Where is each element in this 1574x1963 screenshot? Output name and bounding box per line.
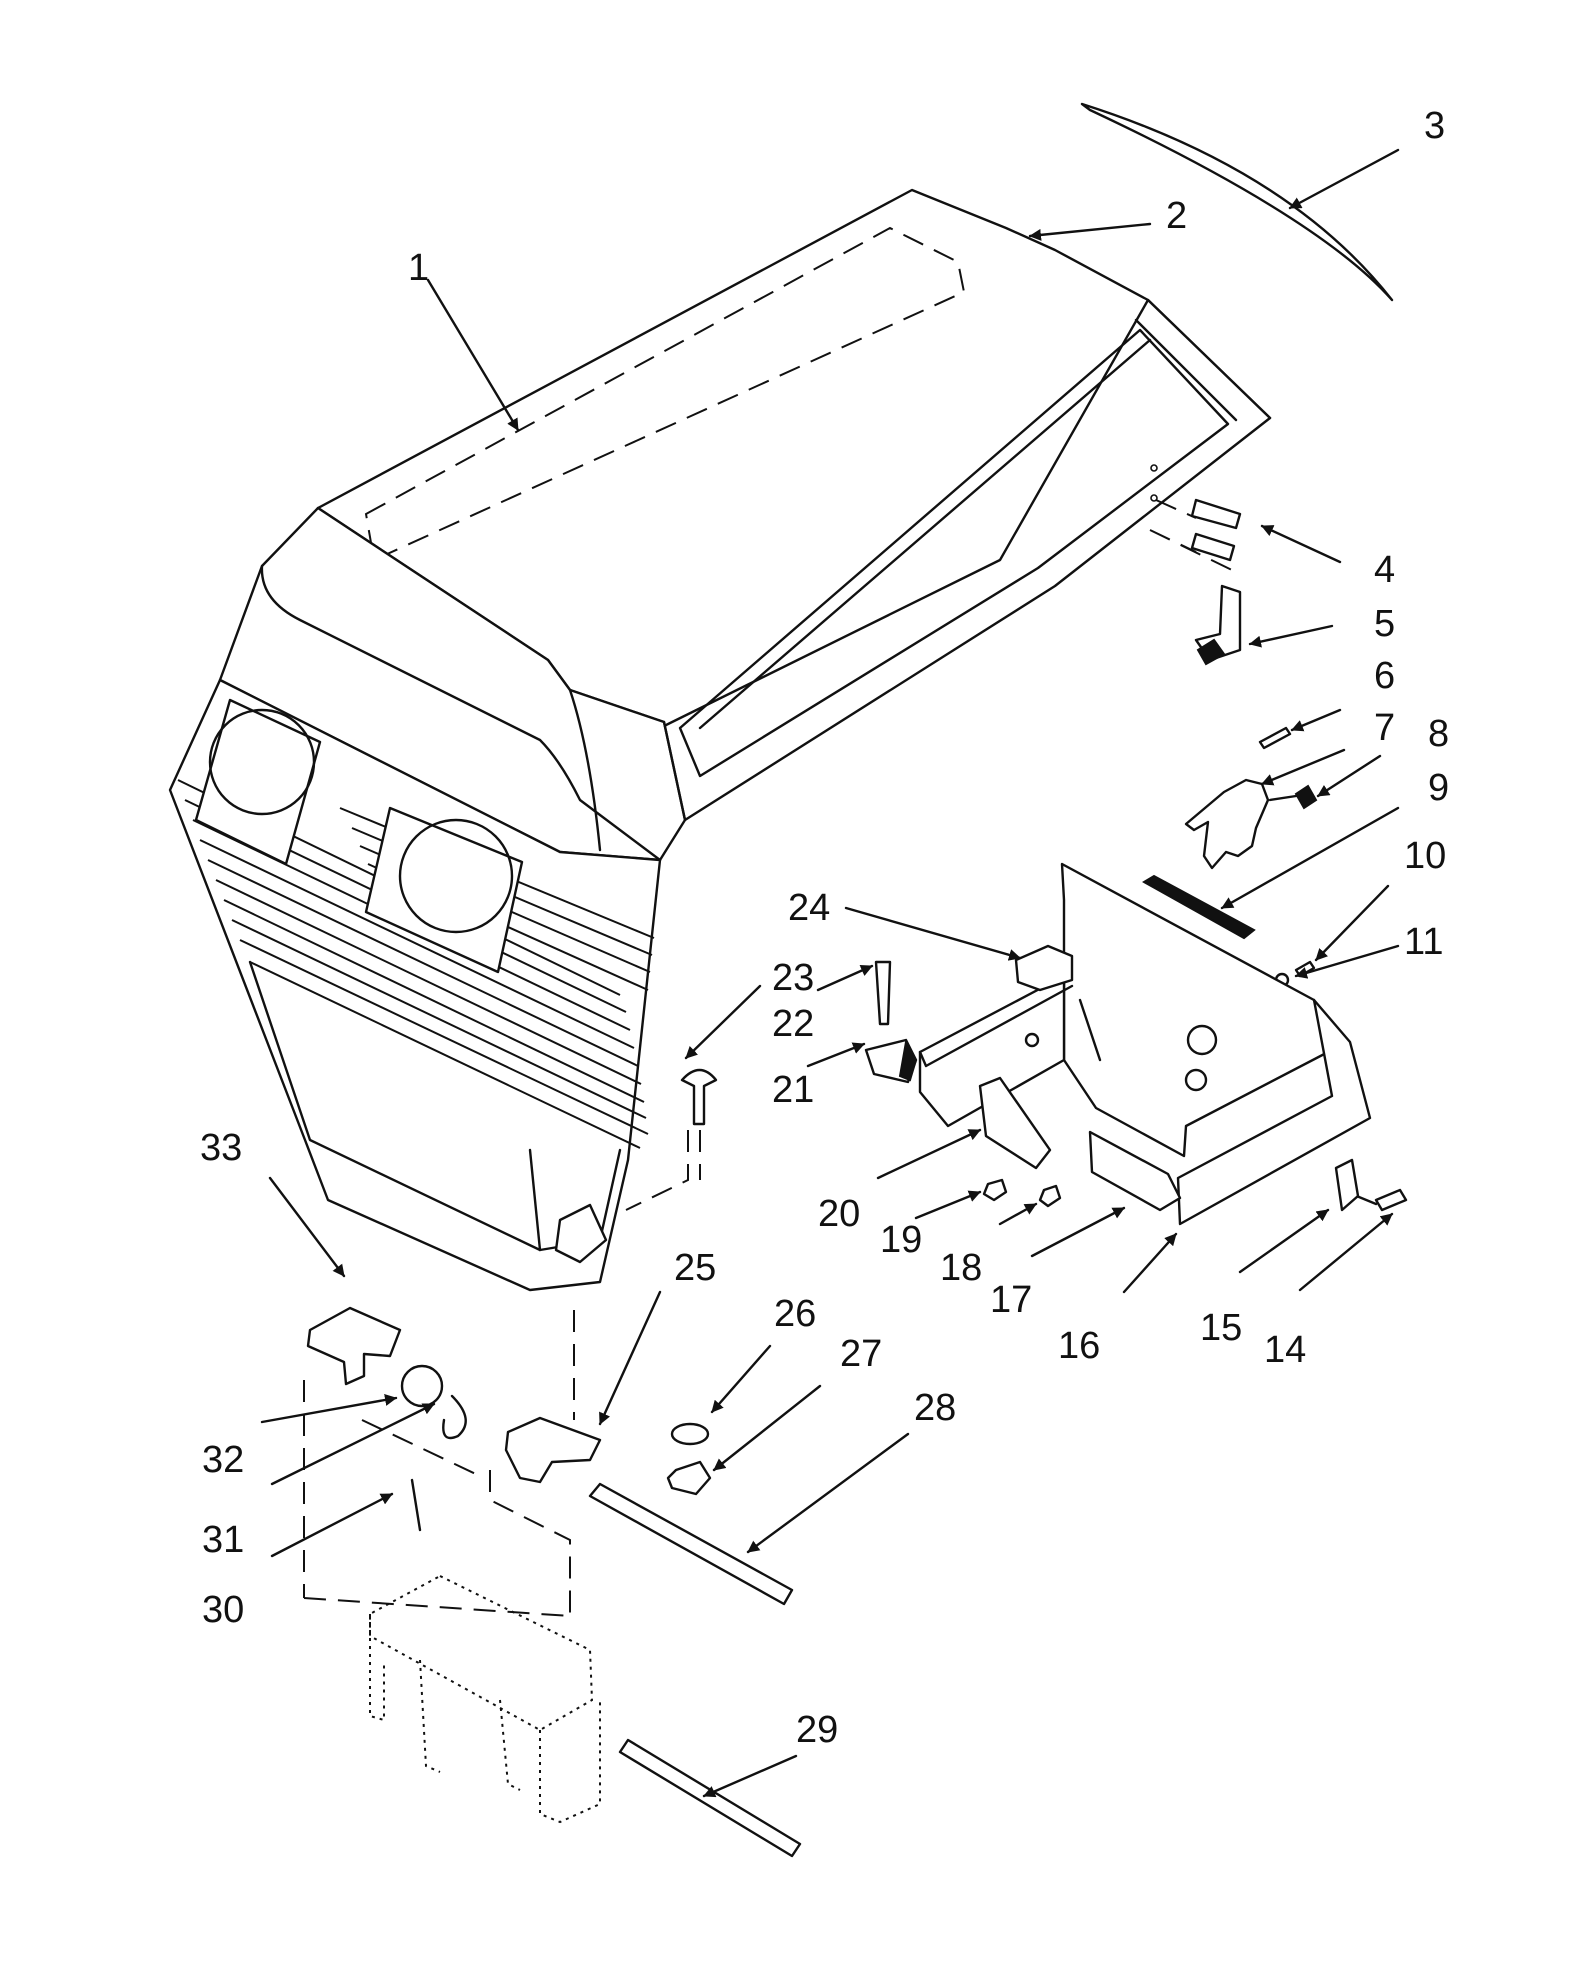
callout-10: 10 [1404,835,1446,877]
retaining-ring-31 [442,1394,467,1440]
assembly-dashline-right [489,1470,571,1616]
hood-side-inset [678,328,1230,778]
callout-20: 20 [818,1193,860,1235]
assembly-dashline-bottom [303,1597,571,1617]
latch-spring-9 [1142,874,1256,940]
trim-strip [1080,102,1394,302]
callout-3: 3 [1424,105,1445,147]
callout-11: 11 [1404,921,1443,963]
hood-side-crease [698,338,1152,730]
callout-25: 25 [674,1247,716,1289]
nut-19 [982,1178,1008,1202]
latch-plate-7 [1184,778,1270,870]
left-headlight-lens [208,708,316,816]
callout-32: 32 [202,1439,244,1481]
carriage-bolt-23 [680,1068,718,1126]
callout-22: 22 [772,1003,814,1045]
callout-17: 17 [990,1279,1032,1321]
callout-30: 30 [202,1589,244,1631]
washer-26 [670,1422,710,1446]
callout-26: 26 [774,1293,816,1335]
callout-14: 14 [1264,1329,1306,1371]
nut-18 [1038,1184,1062,1208]
callout-labels: 1 2 3 4 5 6 7 8 9 10 11 14 15 16 17 18 1… [200,105,1449,1751]
callout-16: 16 [1058,1325,1100,1367]
mounting-frame-dotted [369,1574,601,1824]
hood-latch-hook [1194,584,1242,666]
callout-24: 24 [788,887,830,929]
callout-31: 31 [202,1519,244,1561]
callout-5: 5 [1374,603,1395,645]
spring-coil-21 [898,1039,918,1082]
callout-8: 8 [1428,713,1449,755]
hinge-bracket-33 [306,1306,402,1386]
callout-18: 18 [940,1247,982,1289]
hood-assembly [168,188,1272,1292]
callout-4: 4 [1374,549,1395,591]
callout-28: 28 [914,1387,956,1429]
callout-7: 7 [1374,707,1395,749]
hood-cowl-corner [568,688,602,852]
right-headlight-lens [398,818,514,934]
callout-19: 19 [880,1219,922,1261]
left-headlight-housing [194,698,322,866]
hood-bumpers [1149,464,1242,575]
hood-cowl-corner-2 [662,720,687,822]
grille-lower-seam [528,1148,542,1252]
callout-27: 27 [840,1333,882,1375]
hinge-pin-14 [1374,1188,1408,1212]
latch-knob-8 [1268,784,1318,810]
grille-latch-bracket [554,1203,608,1264]
hinge-clip-15 [1334,1158,1360,1212]
hood-front-cowl [218,506,687,862]
hinge-rod-28 [588,1482,794,1606]
callout-1: 1 [408,247,429,289]
hood-decal-outline [364,226,966,562]
hood-to-bracket-dashline [625,1130,689,1211]
callout-6: 6 [1374,655,1395,697]
callout-33: 33 [200,1127,242,1169]
leader-lines [260,148,1400,1798]
hinge-plate-17 [1088,1130,1182,1212]
hinge-rod-29 [618,1738,802,1858]
right-headlight-housing [364,806,524,974]
hood-cowl-edge [260,564,662,862]
callout-29: 29 [796,1709,838,1751]
spring-clip-24 [1014,944,1074,992]
callout-21: 21 [772,1069,814,1111]
callout-9: 9 [1428,767,1449,809]
bushing-32 [400,1364,444,1408]
hood-side-edge [1134,318,1238,422]
nut-27 [666,1460,712,1496]
cotter-pin-30 [410,1478,422,1532]
callout-15: 15 [1200,1307,1242,1349]
callout-23: 23 [772,957,814,999]
hinge-bracket-25 [504,1416,602,1484]
assembly-dashline-top [361,1419,481,1477]
callout-2: 2 [1166,195,1187,237]
pivot-plate-20 [978,1076,1052,1170]
latch-screw-6 [1258,726,1292,750]
bolt-22 [874,960,892,1026]
